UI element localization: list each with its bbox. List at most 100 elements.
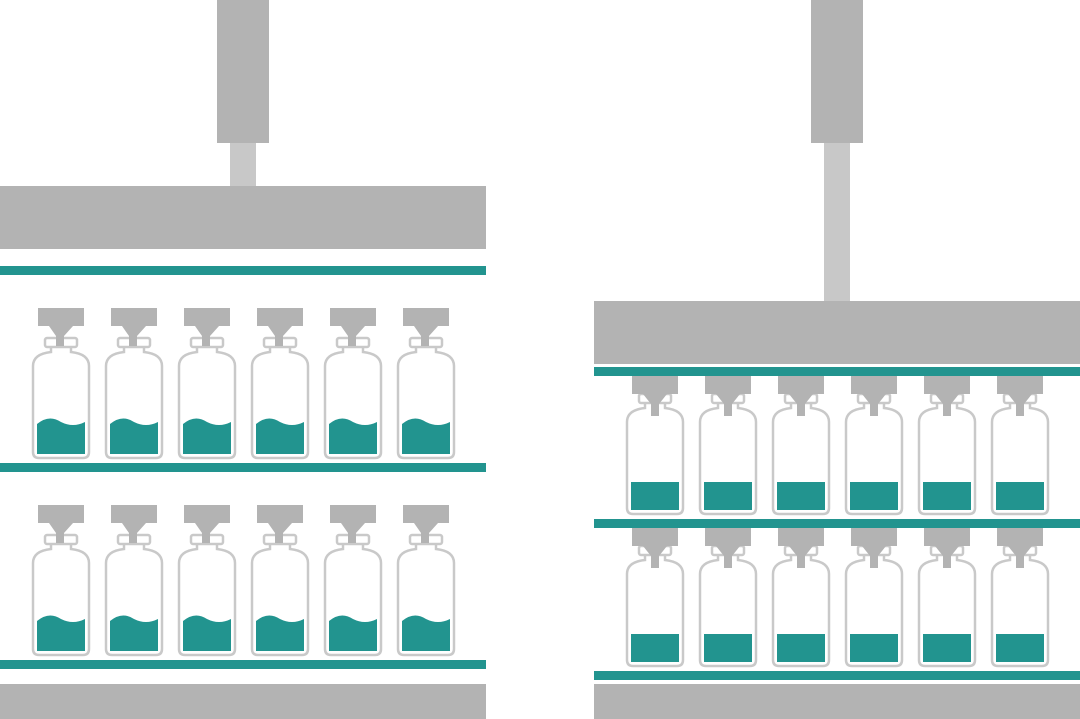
- vial-liquid: [996, 634, 1044, 662]
- stopper-plug: [789, 546, 813, 568]
- vial-stopper: [257, 505, 303, 543]
- vial-liquid: [110, 418, 158, 454]
- vial-liquid: [850, 634, 898, 662]
- vial-liquid: [37, 615, 85, 651]
- vial: [31, 505, 91, 657]
- vial: [104, 505, 164, 657]
- stopper-plug: [1008, 394, 1032, 416]
- stopper-plug: [341, 523, 365, 543]
- vial: [990, 376, 1050, 516]
- stopper-plug: [49, 326, 73, 346]
- vial-stopper: [38, 505, 84, 543]
- vial-liquid: [704, 634, 752, 662]
- middle-shelf: [594, 519, 1080, 528]
- stopper-cap: [257, 308, 303, 326]
- stopper-plug: [122, 523, 146, 543]
- stopper-cap: [632, 528, 678, 546]
- vial: [31, 308, 91, 460]
- panel-after: [594, 0, 1080, 719]
- vial-stopper: [184, 505, 230, 543]
- vial-liquid: [631, 634, 679, 662]
- vial-stopper: [184, 308, 230, 346]
- vial-row-2: [31, 505, 456, 657]
- vial-stopper: [997, 376, 1043, 416]
- vial-liquid: [631, 482, 679, 510]
- vial: [323, 308, 383, 460]
- press-plate: [594, 301, 1080, 364]
- vial: [771, 376, 831, 516]
- vial: [625, 528, 685, 668]
- base-plate: [0, 684, 486, 719]
- vial-liquid: [777, 634, 825, 662]
- middle-shelf: [0, 463, 486, 472]
- vial-stopper: [38, 308, 84, 346]
- vial-stopper: [924, 528, 970, 568]
- press-cylinder: [217, 0, 269, 143]
- vial-liquid: [183, 418, 231, 454]
- vial-stopper: [778, 376, 824, 416]
- vial: [177, 505, 237, 657]
- vial: [396, 505, 456, 657]
- stopper-cap: [778, 528, 824, 546]
- vial-liquid: [110, 615, 158, 651]
- vial-stopper: [705, 376, 751, 416]
- vial: [177, 308, 237, 460]
- stopper-cap: [705, 376, 751, 394]
- vial: [104, 308, 164, 460]
- lower-shelf: [594, 671, 1080, 680]
- stopper-plug: [935, 394, 959, 416]
- stopper-cap: [38, 505, 84, 523]
- stopper-plug: [341, 326, 365, 346]
- vial-liquid: [183, 615, 231, 651]
- vial-stopper: [705, 528, 751, 568]
- vial-liquid: [329, 418, 377, 454]
- vial-liquid: [777, 482, 825, 510]
- stopper-cap: [997, 528, 1043, 546]
- vial-stopper: [778, 528, 824, 568]
- stopper-cap: [330, 308, 376, 326]
- stopper-cap: [184, 308, 230, 326]
- stopper-plug: [49, 523, 73, 543]
- vial-stopper: [851, 528, 897, 568]
- stopper-cap: [851, 528, 897, 546]
- stopper-plug: [195, 523, 219, 543]
- vial-liquid: [329, 615, 377, 651]
- stopper-plug: [643, 546, 667, 568]
- base-plate: [594, 684, 1080, 719]
- vial-liquid: [996, 482, 1044, 510]
- vial: [250, 505, 310, 657]
- vial-stopper: [257, 308, 303, 346]
- stopper-plug: [789, 394, 813, 416]
- vial-row-2: [625, 528, 1050, 668]
- vial: [771, 528, 831, 668]
- vial-stopper: [997, 528, 1043, 568]
- stopper-plug: [716, 546, 740, 568]
- press-rod: [230, 143, 256, 188]
- upper-shelf: [0, 266, 486, 275]
- stopper-plug: [122, 326, 146, 346]
- stopper-plug: [195, 326, 219, 346]
- vial-stopper: [632, 528, 678, 568]
- vial-stopper: [330, 308, 376, 346]
- press-plate: [0, 186, 486, 249]
- vial-liquid: [402, 418, 450, 454]
- stopper-cap: [924, 528, 970, 546]
- stopper-cap: [38, 308, 84, 326]
- vial-liquid: [256, 615, 304, 651]
- vial: [698, 376, 758, 516]
- stopper-cap: [403, 308, 449, 326]
- vial: [917, 528, 977, 668]
- vial: [844, 376, 904, 516]
- vial: [250, 308, 310, 460]
- vial-stopper: [924, 376, 970, 416]
- stopper-plug: [268, 523, 292, 543]
- stopper-cap: [705, 528, 751, 546]
- vial-liquid: [923, 634, 971, 662]
- vial-liquid: [37, 418, 85, 454]
- vial: [990, 528, 1050, 668]
- stopper-cap: [403, 505, 449, 523]
- vial-liquid: [704, 482, 752, 510]
- press-cylinder: [811, 0, 863, 143]
- vial-stopper: [111, 308, 157, 346]
